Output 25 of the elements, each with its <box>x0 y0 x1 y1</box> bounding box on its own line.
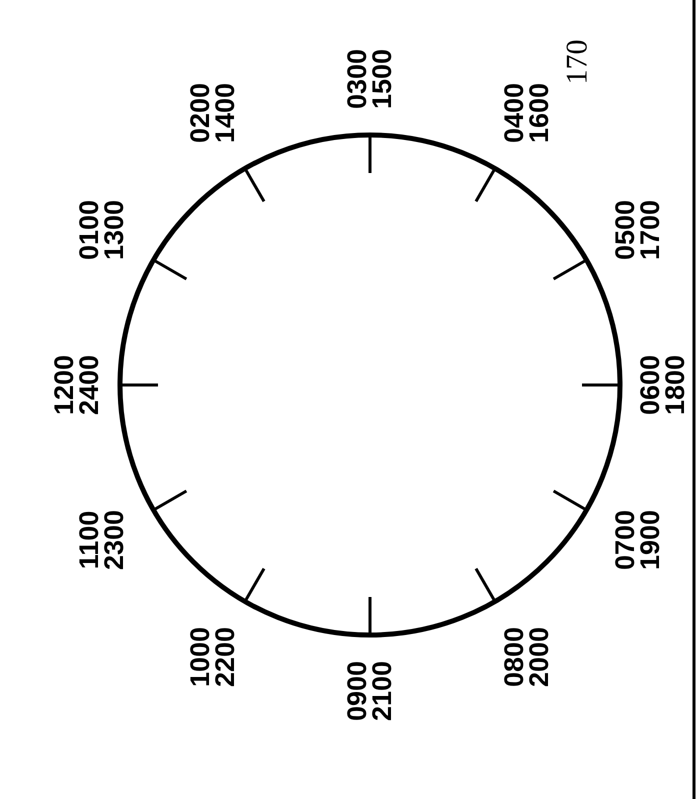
hour-label: 0300 <box>345 48 370 112</box>
hour-label: 2100 <box>370 660 395 724</box>
hour-label: 1200 <box>52 354 77 418</box>
hour-label: 1700 <box>638 199 663 262</box>
hour-label: 0800 <box>502 626 528 690</box>
hour-label: 1400 <box>212 82 238 145</box>
hour-label: 2400 <box>77 354 102 418</box>
hour-label: 0700 <box>612 508 638 572</box>
hour-label: 0600 <box>638 354 663 418</box>
hour-label: 2000 <box>527 626 552 690</box>
hour-label: 1600 <box>527 82 552 145</box>
hour-label: 1000 <box>188 626 213 690</box>
hour-label: 1300 <box>102 199 128 262</box>
hour-label: 0400 <box>502 82 528 145</box>
hour-label: 2300 <box>102 508 128 572</box>
hour-label: 1500 <box>370 48 395 112</box>
hour-label: 2200 <box>212 626 238 690</box>
hour-label: 0200 <box>188 82 213 145</box>
hour-label: 1900 <box>638 508 663 572</box>
hour-label: 0500 <box>612 199 638 262</box>
page-number: 170 <box>560 40 594 84</box>
hour-label: 0900 <box>345 660 370 724</box>
hour-label: 1100 <box>77 509 102 569</box>
hour-label: 1800 <box>663 354 688 418</box>
hour-label: 0100 <box>77 199 102 262</box>
